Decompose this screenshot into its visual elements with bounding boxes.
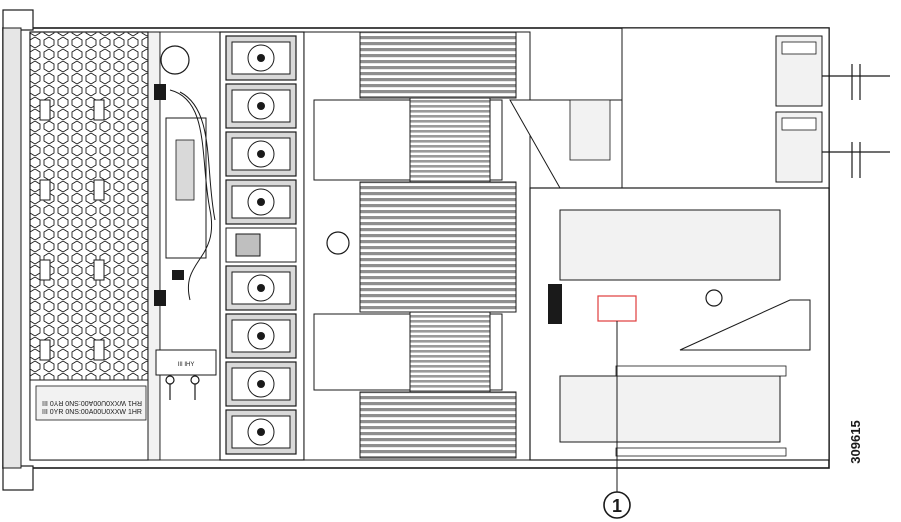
heatsink-cpu2 [409,311,491,393]
bezel-latch-holes [39,99,105,361]
dimm-bank-middle [359,181,517,313]
board-label-bottom: III 0YR 0NS:00A00U0XXW 1HR [42,409,142,416]
dimm-bank-upper [359,31,517,99]
board-label-top: RH1 WXX0U00A00:SN0 RY0 III [42,399,142,406]
left-ear-top [2,9,34,31]
riser-slot-2 [559,375,781,443]
fan-module [225,179,297,225]
callout-number: 1 [612,496,622,516]
fan-module [225,131,297,177]
fan-module [225,361,297,407]
figure-number: 309615 [848,420,863,463]
heatsink-cpu1 [409,97,491,183]
cpu2-frame [313,313,411,391]
cable-connectors [154,84,184,306]
board-label-small: III IHY [178,362,195,368]
cpu1-frame [313,99,411,181]
riser-screw [705,289,723,307]
riser-slot-1 [559,209,781,281]
pch-chip [326,231,350,255]
left-ear-bottom [2,465,34,491]
fan-connector [225,227,297,263]
fan-module [225,83,297,129]
rtc-board [569,99,611,161]
psu-handles [822,64,890,178]
callout-bubble [603,491,631,519]
dimm-bank-lower [359,391,517,459]
front-panel [2,27,22,469]
fan-module [225,409,297,455]
fan-module [225,265,297,311]
fan-module [225,35,297,81]
fan-module [225,313,297,359]
